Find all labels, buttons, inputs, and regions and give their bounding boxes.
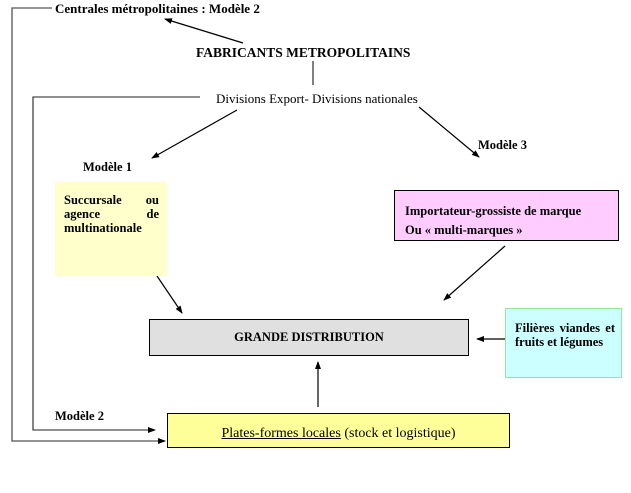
arrow-to-model1 xyxy=(151,109,238,159)
platforms-text: Plates-formes locales (stock et logistiq… xyxy=(221,426,455,442)
platforms-title: Plates-formes locales xyxy=(221,425,341,441)
manufacturers-label: FABRICANTS METROPOLITAINS xyxy=(196,45,411,60)
arrow-importer-to-retail xyxy=(443,245,506,301)
retail-text: GRANDE DISTRIBUTION xyxy=(234,330,384,344)
platforms-subtitle: (stock et logistique) xyxy=(340,425,456,441)
importer-line2: Ou « multi-marques » xyxy=(405,223,523,237)
importer-box: Importateur-grossiste de marque Ou « mul… xyxy=(394,190,619,241)
subsidiary-box: Succursale ou agence de multinationale xyxy=(55,182,167,276)
subsidiary-text: Succursale ou agence de multinationale xyxy=(64,193,159,235)
supply-chain-text: Filières viandes et fruits et légumes xyxy=(515,321,615,349)
arrow-subsidiary-to-retail xyxy=(156,275,183,314)
centrales-label: Centrales métropolitaines : Modèle 2 xyxy=(55,1,260,16)
model1-label: Modèle 1 xyxy=(83,160,132,174)
supply-chain-box: Filières viandes et fruits et légumes xyxy=(505,308,622,378)
model2-outer-connector xyxy=(11,7,166,444)
model3-label: Modèle 3 xyxy=(478,138,527,152)
retail-box: GRANDE DISTRIBUTION xyxy=(149,319,469,356)
arrow-to-model3 xyxy=(418,106,480,158)
divisions-label: Divisions Export- Divisions nationales xyxy=(216,91,418,106)
platforms-box: Plates-formes locales (stock et logistiq… xyxy=(167,413,510,448)
model2-label: Modèle 2 xyxy=(55,409,104,423)
arrow-to-centrales xyxy=(164,18,244,44)
model2-inner-connector xyxy=(32,96,200,433)
importer-line1: Importateur-grossiste de marque xyxy=(405,204,582,218)
